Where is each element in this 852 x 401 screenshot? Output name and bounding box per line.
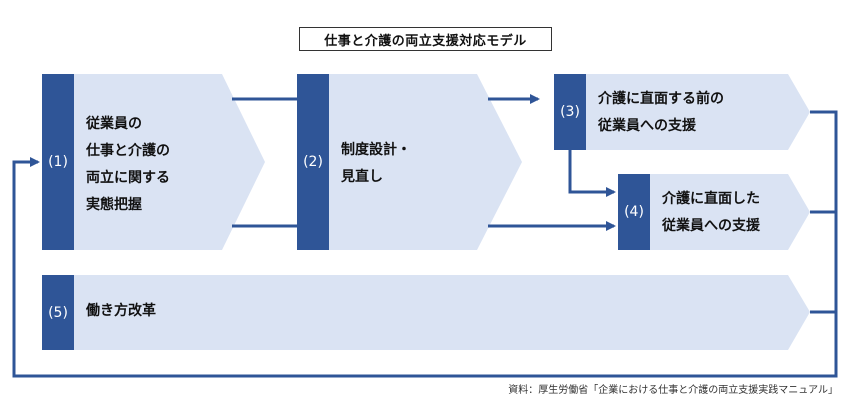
- step-4-line-1: 介護に直面した: [662, 191, 760, 207]
- step-1-line-2: 仕事と介護の: [86, 143, 170, 159]
- diagram-title: 仕事と介護の両立支援対応モデル: [299, 27, 552, 51]
- step-1-shape: [42, 74, 265, 250]
- step-2-label: 制度設計・ 見直し: [341, 137, 411, 191]
- step-2-line-1: 制度設計・: [341, 142, 411, 158]
- step-4-line-2: 従業員への支援: [662, 218, 760, 234]
- step-1-line-3: 両立に関する: [86, 170, 170, 186]
- step-1-line-4: 実態把握: [86, 197, 142, 213]
- step-3-number: (3): [554, 74, 586, 150]
- step-1-number: (1): [42, 74, 74, 250]
- feedback-loop-arrow: [12, 157, 838, 378]
- step-3-label: 介護に直面する前の 従業員への支援: [598, 86, 724, 140]
- step-4-label: 介護に直面した 従業員への支援: [662, 186, 760, 240]
- step-5-label: 働き方改革: [86, 298, 156, 325]
- step-3-line-2: 従業員への支援: [598, 118, 696, 134]
- step-4-shape: [618, 174, 810, 250]
- source-note: 資料：厚生労働省「企業における仕事と介護の両立支援実践マニュアル」: [508, 385, 838, 396]
- step-1-line-1: 従業員の: [86, 116, 142, 132]
- step-3-line-1: 介護に直面する前の: [598, 91, 724, 107]
- step-4-number: (4): [618, 174, 650, 250]
- arrow-3-to-4: [568, 150, 616, 197]
- step-2-line-2: 見直し: [341, 169, 383, 185]
- step-5-shape: [42, 275, 810, 350]
- step-1-label: 従業員の 仕事と介護の 両立に関する 実態把握: [86, 111, 170, 219]
- step-5-number: (5): [42, 275, 74, 350]
- step-3-shape: [554, 74, 810, 150]
- step-5-line-1: 働き方改革: [86, 303, 156, 319]
- step-2-number: (2): [297, 74, 329, 250]
- step-2-shape: [297, 74, 522, 250]
